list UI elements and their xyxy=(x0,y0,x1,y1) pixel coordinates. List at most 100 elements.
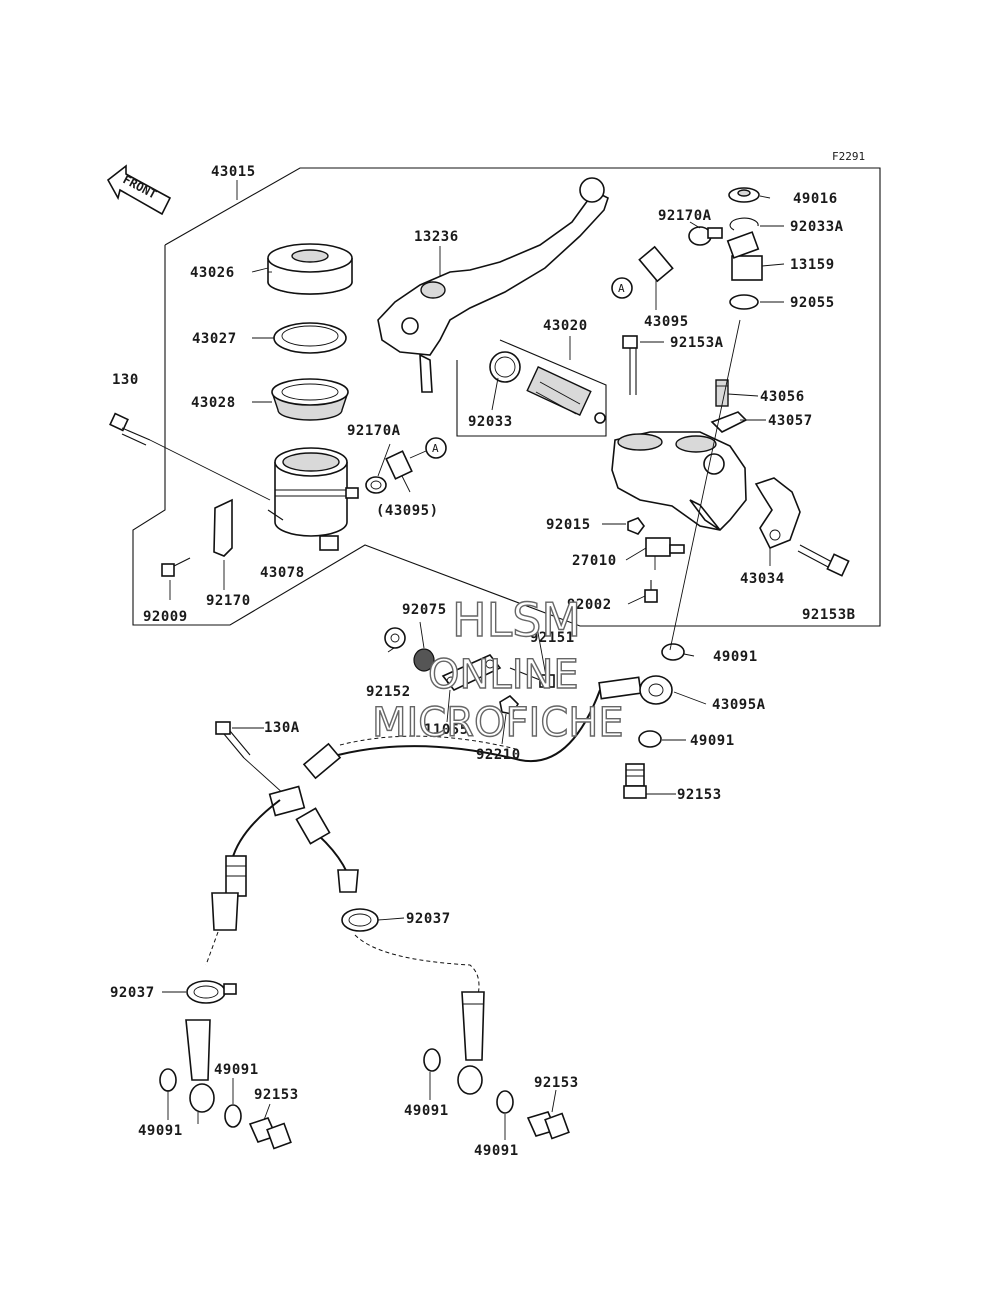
reservoir-body xyxy=(267,447,359,551)
bleed-valve xyxy=(715,379,729,407)
washer-49091-e xyxy=(423,1048,441,1072)
label-49091-c: 49091 xyxy=(214,1062,259,1078)
diaphragm-plate xyxy=(273,322,347,354)
banjo-bolt-92153-b xyxy=(248,1117,292,1150)
label-92170A-top: 92170A xyxy=(658,208,712,224)
label-43095-top: 43095 xyxy=(644,314,689,330)
nut-92015 xyxy=(627,517,645,535)
label-130: 130 xyxy=(112,372,139,388)
label-92153-b: 92153 xyxy=(254,1087,299,1103)
label-49091-d: 49091 xyxy=(138,1123,183,1139)
label-49091-f: 49091 xyxy=(474,1143,519,1159)
label-49091-e: 49091 xyxy=(404,1103,449,1119)
label-43095A: 43095A xyxy=(712,697,766,713)
washer-49091-b xyxy=(638,730,662,748)
watermark: HLSM ONLINE MICROFICHE xyxy=(371,592,624,746)
master-cylinder-body xyxy=(611,431,747,531)
bolt-92153B xyxy=(797,544,850,577)
label-49091-b: 49091 xyxy=(690,733,735,749)
label-92037-a: 92037 xyxy=(406,911,451,927)
front-arrow-icon: FRONT xyxy=(106,164,172,216)
label-130A: 130A xyxy=(264,720,300,736)
label-43015: 43015 xyxy=(211,164,256,180)
bolt-92151 xyxy=(509,667,555,688)
nut-92210 xyxy=(499,694,520,715)
label-43028: 43028 xyxy=(191,395,236,411)
diaphragm xyxy=(271,378,349,421)
label-13159: 13159 xyxy=(790,257,835,273)
circlip-92033A xyxy=(729,217,759,231)
svg-text:A: A xyxy=(618,282,625,295)
grommet-92075 xyxy=(413,648,435,672)
label-92153-a: 92153 xyxy=(677,787,722,803)
reservoir-top-cap xyxy=(728,187,760,203)
label-92055: 92055 xyxy=(790,295,835,311)
hose-43095: A xyxy=(611,245,674,299)
part-labels: 43015 49016 92170A 92033A 13236 13159 43… xyxy=(110,164,856,1159)
svg-text:MICROFICHE: MICROFICHE xyxy=(372,700,624,746)
brake-hoses xyxy=(205,689,601,996)
piston-assembly xyxy=(489,351,606,424)
hose-clamp-mid xyxy=(365,450,413,494)
label-92075: 92075 xyxy=(402,602,447,618)
banjo-43095A xyxy=(598,675,673,705)
label-92033A: 92033A xyxy=(790,219,844,235)
label-92015: 92015 xyxy=(546,517,591,533)
svg-text:ONLINE: ONLINE xyxy=(428,652,579,698)
label-92153B: 92153B xyxy=(802,607,856,623)
svg-text:A: A xyxy=(432,442,439,455)
fitting-13159 xyxy=(726,231,763,281)
label-92170: 92170 xyxy=(206,593,251,609)
label-43026: 43026 xyxy=(190,265,235,281)
label-11055: 11055 xyxy=(424,722,469,738)
label-92002: 92002 xyxy=(567,597,612,613)
label-49091-a: 49091 xyxy=(713,649,758,665)
washer-49091-a xyxy=(661,643,685,661)
screw-92009 xyxy=(161,557,191,600)
banjo-bolt-92153-a xyxy=(623,763,647,799)
label-92152: 92152 xyxy=(366,684,411,700)
label-43078: 43078 xyxy=(260,565,305,581)
label-43020: 43020 xyxy=(543,318,588,334)
ref-marker-mid: A xyxy=(409,437,447,459)
label-13236: 13236 xyxy=(414,229,459,245)
label-92151: 92151 xyxy=(530,630,575,646)
label-49016: 49016 xyxy=(793,191,838,207)
handlebar-clamp xyxy=(754,477,801,550)
brake-lever xyxy=(377,177,609,393)
o-ring-92055 xyxy=(729,294,759,310)
brake-switch xyxy=(645,537,685,570)
label-43027: 43027 xyxy=(192,331,237,347)
label-43057: 43057 xyxy=(768,413,813,429)
bracket-clip xyxy=(213,498,233,590)
bolt-130A xyxy=(215,721,286,796)
hose-clamp-top xyxy=(688,226,723,246)
label-27010: 27010 xyxy=(572,553,617,569)
figure-code: F2291 xyxy=(832,150,865,163)
svg-text:HLSM: HLSM xyxy=(452,593,581,647)
assembly-outline xyxy=(132,167,881,627)
hose-clamp-92037-b xyxy=(186,980,237,1004)
label-43034: 43034 xyxy=(740,571,785,587)
bracket-11055 xyxy=(441,654,502,691)
washer-49091-c xyxy=(159,1068,177,1092)
label-92009: 92009 xyxy=(143,609,188,625)
label-92210: 92210 xyxy=(476,747,521,763)
label-92033: 92033 xyxy=(468,414,513,430)
washer-92152 xyxy=(384,627,406,649)
washer-49091-f xyxy=(496,1090,514,1114)
bolt-130 xyxy=(109,412,271,501)
label-92153A: 92153A xyxy=(670,335,724,351)
label-92037-b: 92037 xyxy=(110,985,155,1001)
label-43095-paren: (43095) xyxy=(376,503,439,519)
label-43056: 43056 xyxy=(760,389,805,405)
lower-left-banjo xyxy=(185,1019,215,1124)
screw-92002 xyxy=(644,580,658,603)
bolt-92153A xyxy=(622,335,638,395)
label-92170A-mid: 92170A xyxy=(347,423,401,439)
hose-clamp-92037-a xyxy=(341,908,379,932)
washer-49091-d xyxy=(224,1104,242,1128)
piston-box xyxy=(456,339,607,437)
